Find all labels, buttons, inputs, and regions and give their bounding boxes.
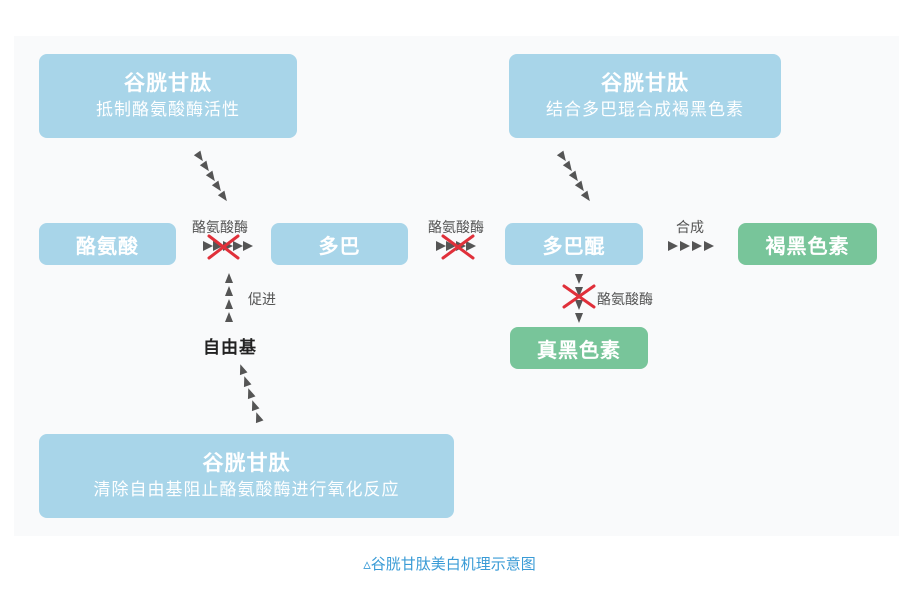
tyrosine-box: 酪氨酸 xyxy=(39,223,176,265)
arrow-chevrons-topleft xyxy=(193,150,227,202)
box-subtitle: 结合多巴琨合成褐黑色素 xyxy=(546,100,744,120)
inhibit-cross-2 xyxy=(441,234,475,260)
dopaquinone-box: 多巴醌 xyxy=(505,223,643,265)
inhibit-cross-1 xyxy=(207,234,240,260)
glutathione-box-scavenge: 谷胱甘肽 清除自由基阻止酪氨酸酶进行氧化反应 xyxy=(39,434,454,518)
glutathione-box-bind: 谷胱甘肽 结合多巴琨合成褐黑色素 xyxy=(509,54,781,138)
box-title: 谷胱甘肽 xyxy=(124,71,212,95)
synthesis-label: 合成 xyxy=(676,220,704,236)
arrow-chevrons-topright xyxy=(556,150,590,202)
arrow-chevrons-dopaquinone-eumelanin xyxy=(575,274,583,323)
arrow-chevrons-promote xyxy=(225,273,233,322)
arrow-chevrons-synthesis xyxy=(668,241,714,251)
box-title: 谷胱甘肽 xyxy=(601,71,689,95)
glutathione-box-inhibit: 谷胱甘肽 抵制酪氨酸酶活性 xyxy=(39,54,297,138)
enzyme-label-3: 酪氨酸酶 xyxy=(597,292,653,308)
inhibit-cross-3 xyxy=(562,284,596,309)
enzyme-label-2: 酪氨酸酶 xyxy=(428,220,484,236)
arrow-chevrons-bottom xyxy=(239,364,264,424)
dopa-box: 多巴 xyxy=(271,223,408,265)
figure-caption: ▵谷胱甘肽美白机理示意图 xyxy=(363,555,536,573)
enzyme-label-1: 酪氨酸酶 xyxy=(192,220,248,236)
box-subtitle: 抵制酪氨酸酶活性 xyxy=(96,100,240,120)
promote-label: 促进 xyxy=(248,292,276,308)
box-subtitle: 清除自由基阻止酪氨酸酶进行氧化反应 xyxy=(93,480,400,500)
pheomelanin-box: 褐黑色素 xyxy=(738,223,877,265)
free-radical-label: 自由基 xyxy=(203,338,257,358)
eumelanin-box: 真黑色素 xyxy=(510,327,648,369)
box-title: 谷胱甘肽 xyxy=(202,451,291,475)
